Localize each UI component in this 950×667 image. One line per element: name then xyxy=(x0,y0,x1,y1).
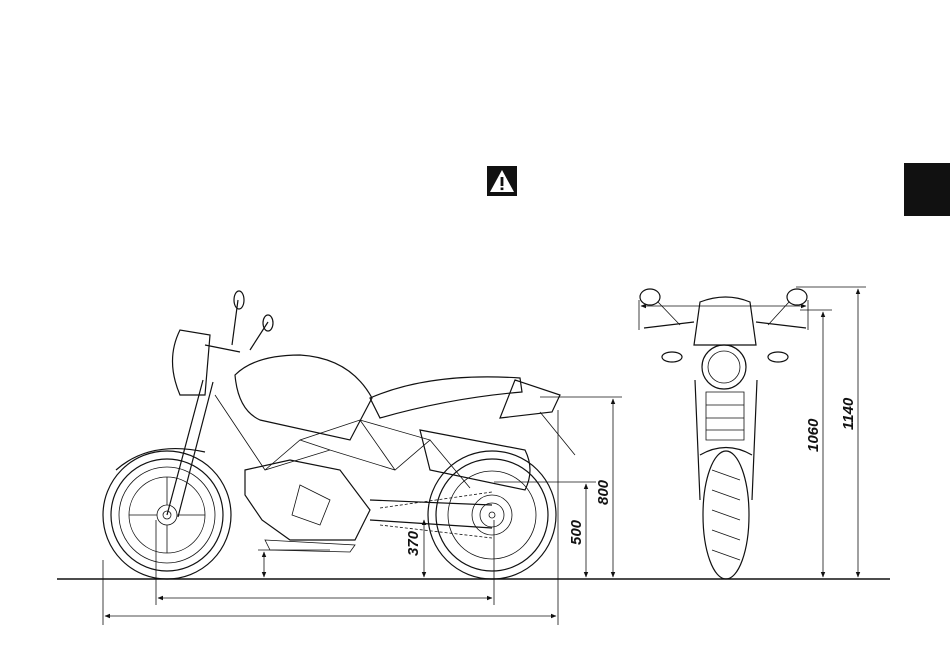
right-mirror xyxy=(787,289,807,305)
label-370: 370 xyxy=(405,530,422,556)
motorcycle-front-view xyxy=(640,289,807,579)
label-800: 800 xyxy=(595,479,612,505)
fuel-tank xyxy=(235,355,372,440)
rear-wheel xyxy=(428,451,556,579)
right-indicator xyxy=(768,352,788,362)
left-indicator xyxy=(662,352,682,362)
seat xyxy=(370,377,522,418)
headlight-fairing xyxy=(173,330,211,395)
tyre-tread xyxy=(712,470,740,560)
engine xyxy=(245,460,370,540)
headlight-front xyxy=(702,345,746,389)
exhaust xyxy=(420,430,530,490)
license-bracket xyxy=(540,412,575,455)
motorcycle-side-view xyxy=(103,291,575,579)
label-1060: 1060 xyxy=(805,418,822,452)
left-mirror xyxy=(640,289,660,305)
flyscreen xyxy=(694,297,756,345)
engine-front xyxy=(706,392,744,440)
label-1140: 1140 xyxy=(840,397,857,430)
label-500: 500 xyxy=(568,519,585,545)
tail-section xyxy=(500,380,560,418)
handlebars-front xyxy=(644,322,806,328)
dimension-lines xyxy=(103,287,866,625)
